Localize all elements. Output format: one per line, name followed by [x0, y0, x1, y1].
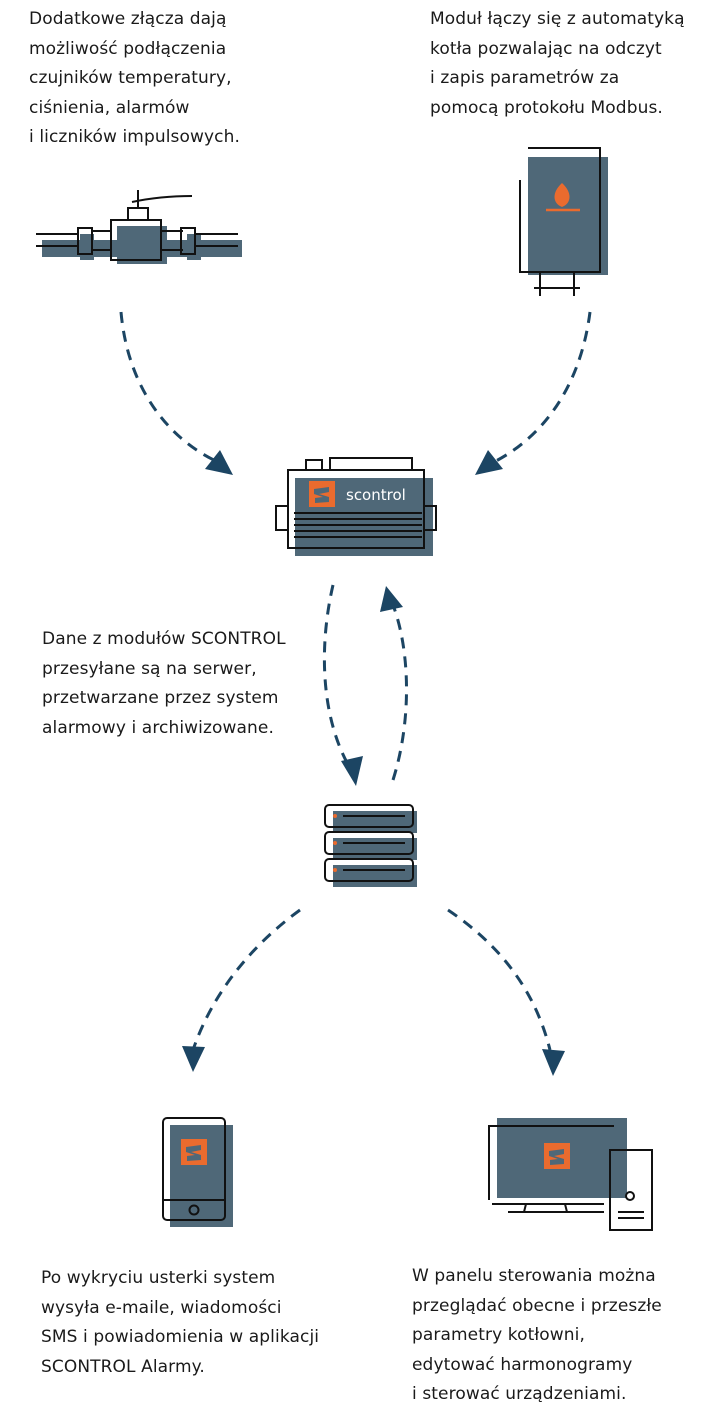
- arrow-server-to-computer: [447, 908, 552, 1051]
- arrowhead-module-to-server: [341, 756, 363, 786]
- boiler-icon: [519, 147, 608, 296]
- server-description: Dane z modułów SCONTROL przesyłane są na…: [42, 629, 286, 738]
- arrow-heads: [182, 450, 565, 1076]
- arrow-server-to-phone: [191, 908, 301, 1051]
- arrowhead-server-to-module: [380, 586, 403, 612]
- scontrol-module-icon: scontrol: [275, 457, 437, 556]
- boiler-description: Moduł łączy się z automatyką kotła pozwa…: [430, 9, 685, 118]
- arrow-sensors-to-module: [119, 311, 219, 464]
- arrowhead-boiler: [475, 450, 503, 475]
- arrowhead-computer: [542, 1049, 565, 1076]
- pipe-sensor-icon: [36, 190, 242, 264]
- panel-description: W panelu sterowania można przeglądać obe…: [412, 1266, 662, 1404]
- computer-icon: [488, 1118, 653, 1231]
- sensors-description: Dodatkowe złącza dają możliwość podłącze…: [29, 9, 241, 147]
- arrow-server-to-module: [391, 604, 408, 781]
- brand-label: scontrol: [346, 486, 406, 504]
- smartphone-icon: [162, 1117, 233, 1227]
- arrow-module-to-server: [322, 584, 352, 769]
- data-flow-arrows: [119, 311, 592, 1051]
- arrow-boiler-to-module: [489, 311, 592, 466]
- alerts-description: Po wykryciu usterki system wysyła e-mail…: [41, 1268, 320, 1377]
- arrowhead-sensors: [205, 450, 233, 475]
- server-icon: [324, 804, 417, 887]
- arrowhead-phone: [182, 1046, 205, 1072]
